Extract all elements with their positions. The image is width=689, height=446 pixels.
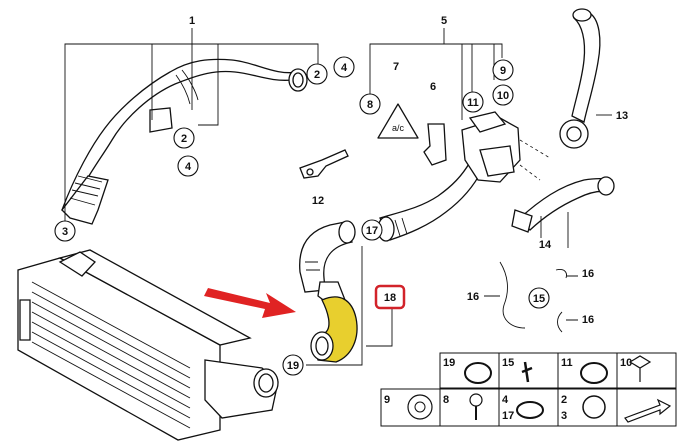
callout-2b: 2: [181, 133, 187, 145]
hose-part-16: [499, 261, 567, 333]
callout-15: 15: [533, 293, 545, 305]
callout-16c: 16: [582, 314, 594, 326]
callout-12: 12: [312, 195, 324, 207]
legend-cell-10: 10: [620, 357, 632, 369]
charge-air-hose-part-18-highlighted: [310, 296, 358, 363]
charge-air-pipe-part-1: [61, 58, 308, 225]
callout-10: 10: [497, 90, 509, 102]
bracket-part-12: [299, 149, 349, 179]
callout-4b: 4: [185, 161, 192, 173]
callout-4a: 4: [341, 62, 348, 74]
callout-3: 3: [62, 226, 68, 238]
leader-lines-1: [64, 28, 319, 222]
callout-14: 14: [539, 239, 552, 251]
warning-label-part-7: a/c: [377, 103, 419, 139]
pipe-part-13: [559, 8, 601, 149]
leader-lines-5: [306, 28, 612, 366]
svg-text:a/c: a/c: [392, 123, 405, 133]
legend-cell-15: 15: [502, 357, 514, 369]
legend-cell-9: 9: [384, 394, 390, 406]
intercooler: [17, 249, 279, 441]
center-pipe: [377, 111, 521, 242]
bracket-part-6: [423, 123, 447, 166]
callout-labels: 1 2 4 2 4 3 5 7 6 8 9 10 11 13 12 14 17 …: [54, 15, 628, 376]
arrow-icon: [624, 398, 672, 423]
callout-17: 17: [366, 225, 378, 237]
callout-11: 11: [467, 97, 479, 109]
callout-9: 9: [500, 65, 506, 77]
highlight-arrow: [204, 288, 296, 318]
callout-19: 19: [287, 360, 299, 372]
callout-16b: 16: [467, 291, 479, 303]
legend-cell-11: 11: [561, 357, 573, 369]
callout-2a: 2: [314, 69, 320, 81]
callout-6: 6: [430, 81, 436, 93]
callout-16a: 16: [582, 268, 594, 280]
charge-air-hose-part-17: [299, 220, 356, 306]
dashed-leaders: [519, 139, 551, 181]
callout-5: 5: [441, 15, 447, 27]
callout-13: 13: [616, 110, 628, 122]
pipe-part-14: [511, 176, 615, 233]
legend-cell-19: 19: [443, 357, 455, 369]
callout-18-highlighted: 18: [384, 292, 396, 304]
callout-8: 8: [367, 99, 373, 111]
callout-7: 7: [393, 61, 399, 73]
callout-1: 1: [189, 15, 195, 27]
legend-cell-8: 8: [443, 394, 449, 406]
